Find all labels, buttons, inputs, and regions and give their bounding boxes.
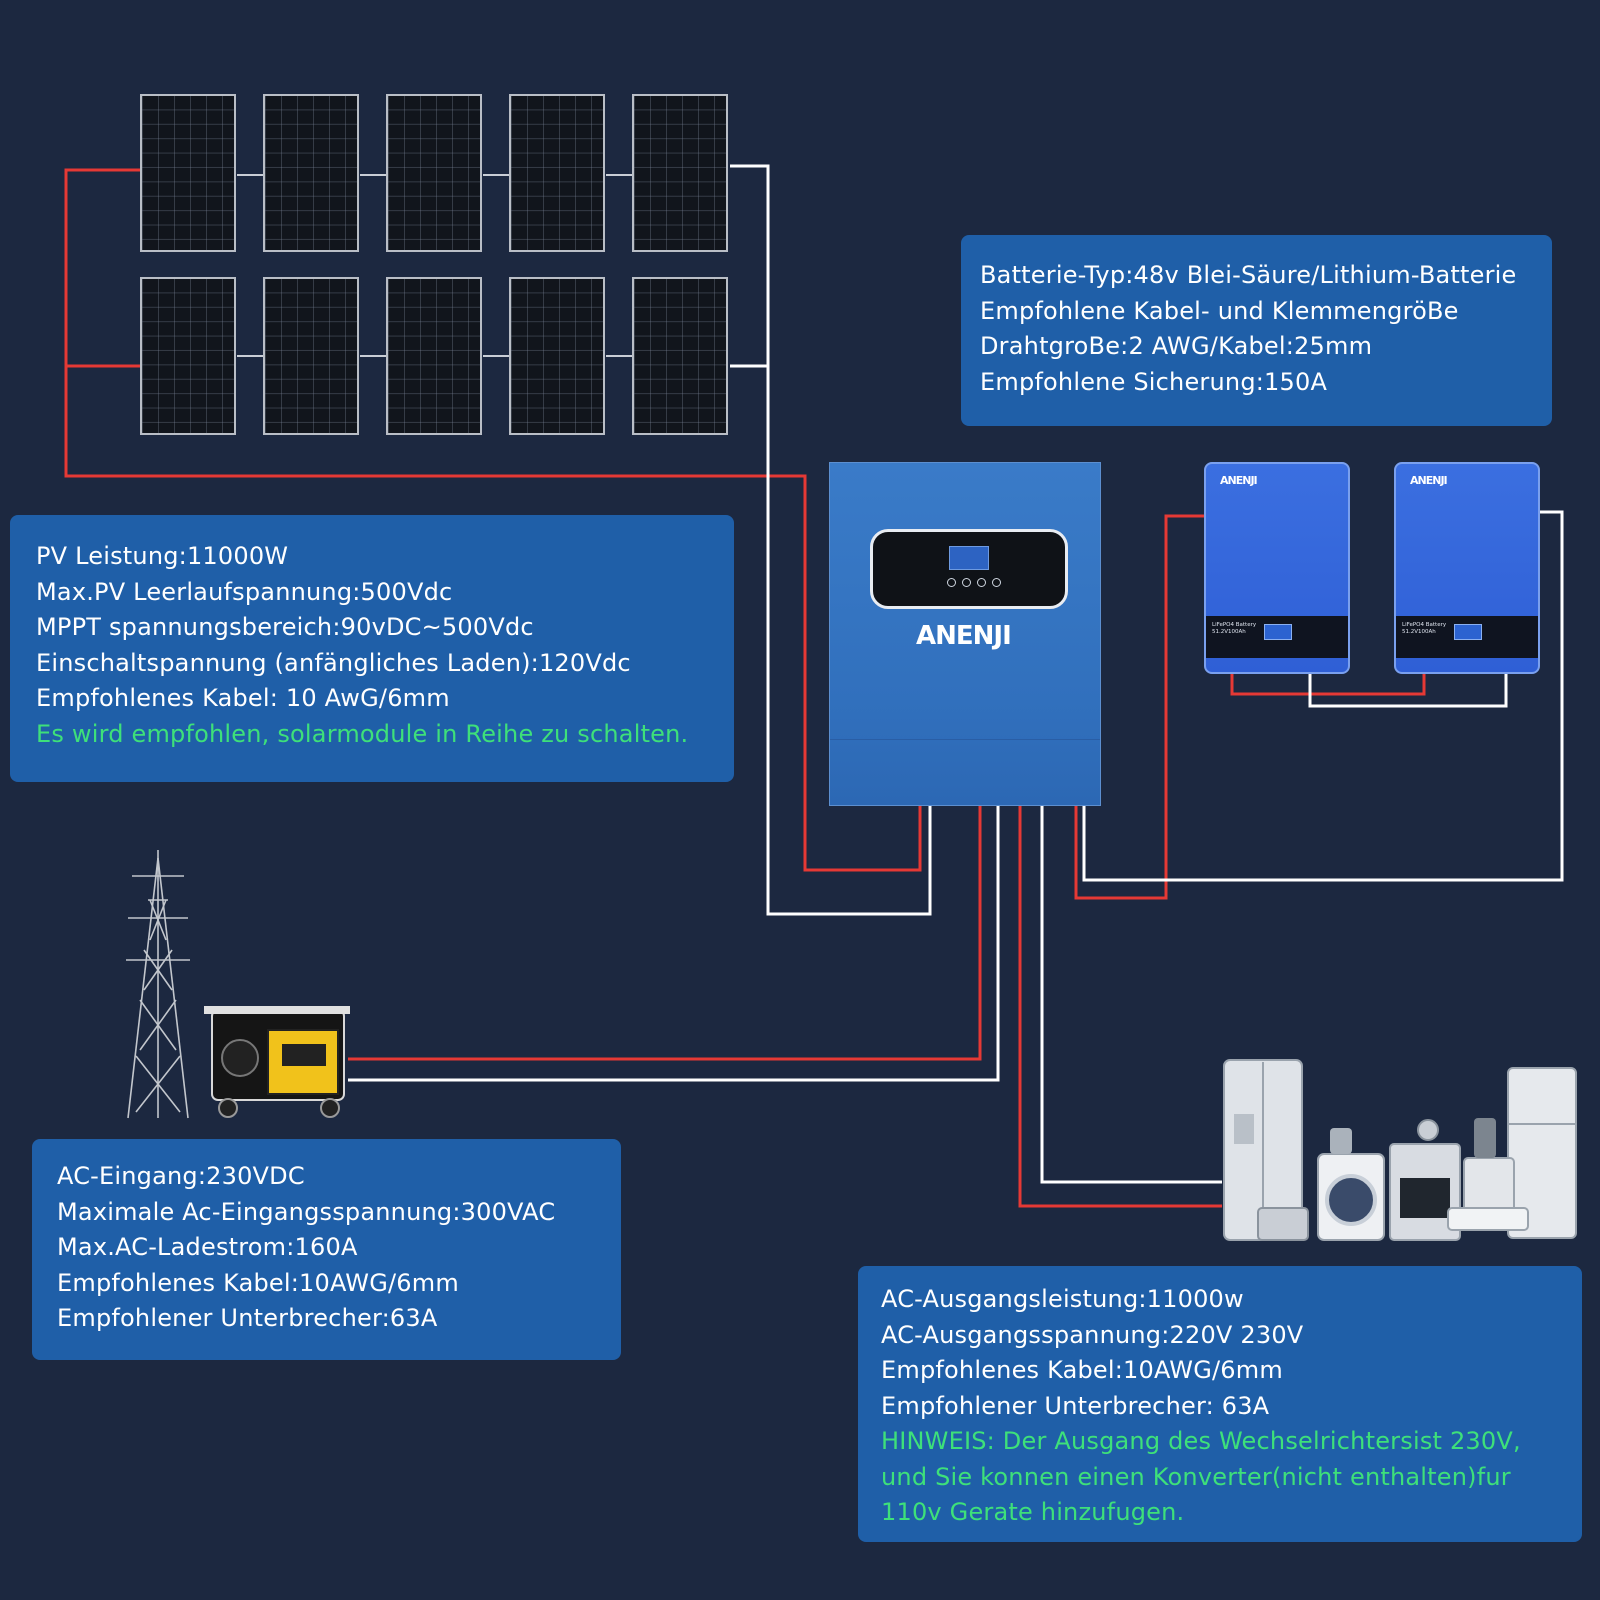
solar-panel [632,277,728,435]
battery-logo: ANENJI [1410,474,1448,487]
battery-lcd [1264,624,1292,640]
info-line: Einschaltspannung (anfängliches Laden):1… [36,648,631,677]
solar-panel [632,94,728,252]
solar-panel [263,277,359,435]
home-appliances-icon [1223,1059,1577,1241]
ac-input-neutral-wire [348,806,1000,1082]
lcd-screen [949,546,989,570]
info-line: MPPT spannungsbereich:90vDC~500Vdc [36,613,534,641]
battery-link-red [1230,670,1426,696]
solar-panel [509,94,605,252]
info-line: Empfohlene Kabel- und KlemmengröBe [980,296,1459,325]
info-line: Empfohlener Unterbrecher: 63A [881,1391,1270,1420]
solar-panel [509,277,605,435]
battery-lcd [1454,624,1482,640]
battery-positive-wire [1074,514,1205,900]
ac-output-neutral-wire [1040,806,1222,1184]
generator-icon [204,1006,350,1118]
inverter-panel-divider [830,739,1100,740]
pv-note: Es wird empfohlen, solarmodule in Reihe … [36,719,689,748]
pv-positive-wire [64,168,922,872]
info-line: PV Leistung:11000W [36,542,289,570]
solar-panel [386,277,482,435]
solar-inverter: ANENJI [829,462,1101,806]
info-line: Empfohlenes Kabel:10AWG/6mm [57,1268,459,1297]
info-line: Empfohlene Sicherung:150A [980,367,1328,396]
solar-panel [140,277,236,435]
info-line: Maximale Ac-Eingangsspannung:300VAC [57,1197,556,1226]
panel-series-links [237,174,632,357]
pv-info-box: PV Leistung:11000W Max.PV Leerlaufspannu… [10,515,734,782]
ac-output-note: HINWEIS: Der Ausgang des Wechselrichters… [881,1427,1521,1455]
ac-output-live-wire [1018,806,1222,1208]
battery-link-white [1308,670,1508,708]
ac-output-note: 110v Gerate hinzufugen. [881,1498,1185,1526]
ac-output-info-box: AC-Ausgangsleistung:11000w AC-Ausgangssp… [858,1266,1582,1542]
inverter-display [870,529,1068,609]
battery-info-box: Batterie-Typ:48v Blei-Säure/Lithium-Batt… [961,235,1552,426]
info-line: Batterie-Typ:48v Blei-Säure/Lithium-Batt… [980,261,1517,289]
info-line: Empfohlenes Kabel:10AWG/6mm [881,1356,1283,1384]
info-line: Empfohlener Unterbrecher:63A [57,1304,438,1332]
pv-negative-wire [730,164,932,916]
inverter-buttons [947,578,1001,587]
info-line: AC-Ausgangsleistung:11000w [881,1285,1244,1313]
solar-panel [140,94,236,252]
battery-logo: ANENJI [1220,474,1258,487]
info-line: AC-Eingang:230VDC [57,1162,305,1190]
battery-negative-wire [1082,510,1564,882]
info-line: AC-Ausgangsspannung:220V 230V [881,1320,1304,1349]
ac-output-note: und Sie konnen einen Konverter(nicht ent… [881,1462,1511,1491]
power-tower-icon [126,850,190,1119]
info-line: Empfohlenes Kabel: 10 AwG/6mm [36,684,450,712]
solar-panel [263,94,359,252]
info-line: DrahtgroBe:2 AWG/Kabel:25mm [980,332,1373,360]
inverter-logo: ANENJI [916,621,1012,651]
info-line: Max.AC-Ladestrom:160A [57,1233,358,1261]
solar-panel [386,94,482,252]
ac-input-info-box: AC-Eingang:230VDC Maximale Ac-Eingangssp… [32,1139,621,1360]
ac-input-live-wire [348,806,982,1061]
info-line: Max.PV Leerlaufspannung:500Vdc [36,577,453,606]
